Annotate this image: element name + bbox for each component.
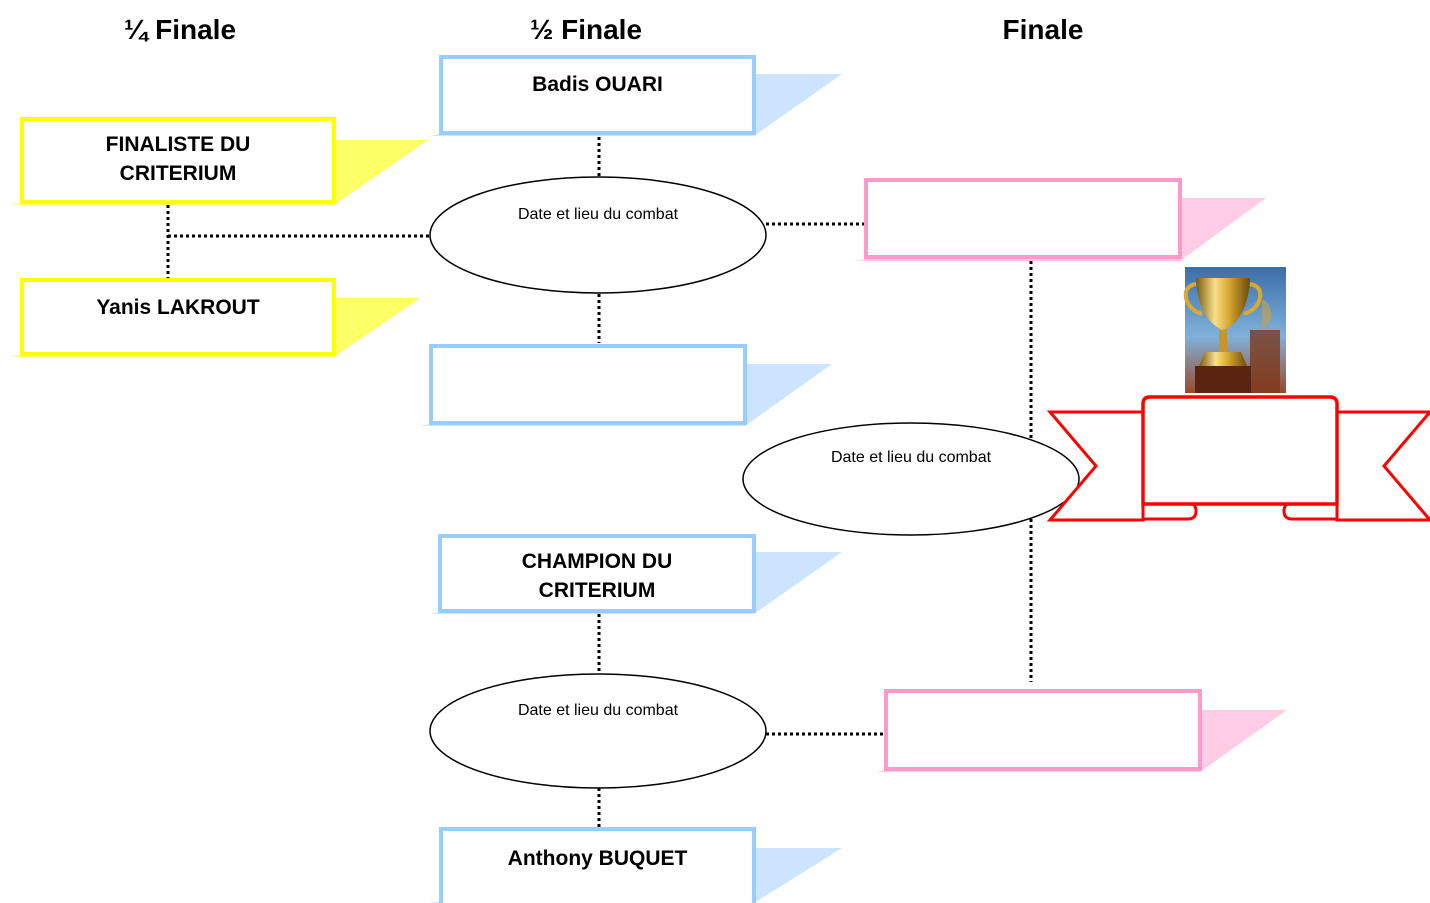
combat-label-semi-bottom: Date et lieu du combat [517,702,679,719]
final-box-top-label [868,182,1178,255]
trophy-icon [1183,267,1286,393]
semi-box-1[interactable] [430,55,842,136]
winner-label [1147,402,1333,500]
ribbon-banner[interactable] [1046,395,1430,522]
final-box-bottom-label [888,693,1198,767]
round-title-semi: ½ Finale [530,14,642,45]
combat-label-final: Date et lieu du combat [830,449,992,466]
semi-box-2[interactable] [420,344,832,426]
semi-box-3[interactable] [430,534,842,614]
combat-ellipse-semi-top[interactable] [429,176,767,294]
semi-box-4-label: Anthony BUQUET [507,847,688,870]
final-box-top[interactable] [856,178,1266,261]
round-title-quarter: ¼ Finale [124,14,236,45]
combat-ellipse-semi-bottom[interactable] [429,673,767,789]
round-title-final: Finale [1003,14,1084,45]
combat-label-semi-top: Date et lieu du combat [517,206,679,223]
semi-box-1-label: Badis OUARI [532,73,663,96]
quarter-box-top[interactable] [10,117,428,205]
quarter-box-bottom-label: Yanis LAKROUT [96,296,260,319]
final-box-bottom[interactable] [876,689,1287,772]
quarter-box-bottom[interactable] [10,278,420,357]
combat-ellipse-final[interactable] [742,422,1080,536]
quarter-box-top-label: FINALISTE DU CRITERIUM [105,133,251,185]
semi-box-4[interactable] [430,827,842,903]
semi-box-2-label [433,348,743,421]
semi-box-3-label: CHAMPION DU CRITERIUM [521,550,673,602]
